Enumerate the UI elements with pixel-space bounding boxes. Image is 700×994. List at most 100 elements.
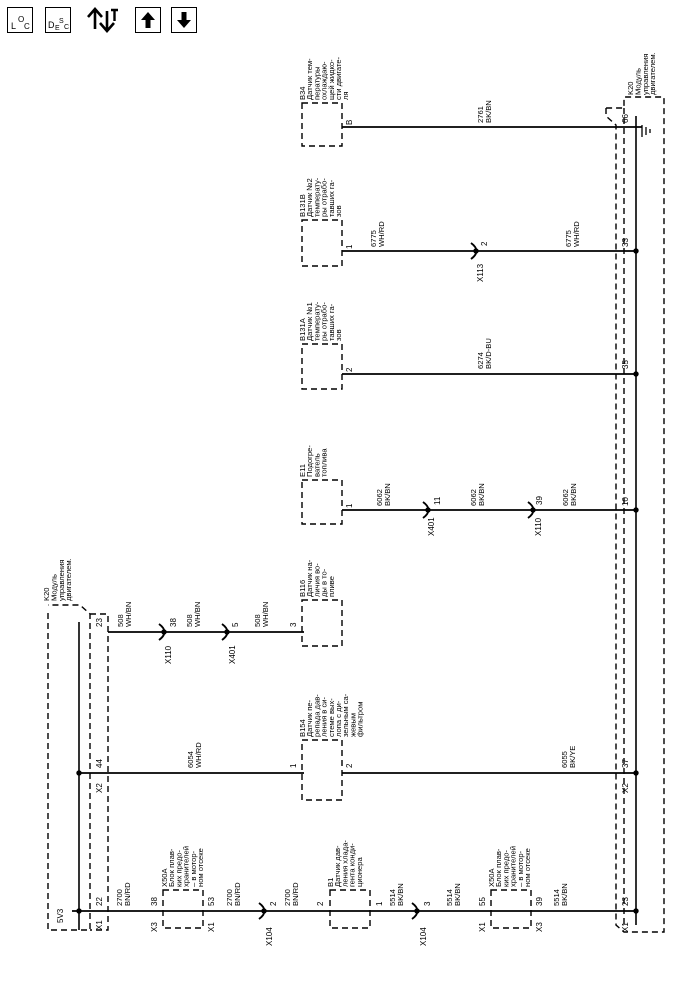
b131b-label: Датчик №2: [305, 178, 314, 217]
k20-right-x2: X2: [621, 783, 630, 793]
b116-label: ды в то-: [320, 568, 329, 597]
k20-left-pin-44: 44: [95, 759, 104, 768]
x50a-1-pin-53: 53: [207, 897, 216, 906]
x50a-2-label: ких предо-: [501, 849, 510, 887]
wire-6775a-label: WH/RD: [377, 221, 386, 247]
b131b-label: температу-: [312, 177, 321, 217]
b131b-label: тавших га-: [327, 179, 336, 217]
wire-2700b-label: BN/RD: [233, 882, 242, 906]
wire-6775a-label: 6775: [369, 230, 378, 247]
wire-6274-label: BK/D-BU: [484, 338, 493, 369]
x50a-2-x3: X3: [535, 922, 544, 932]
b34-label: B34: [298, 86, 307, 100]
wire-508a-label: 508: [116, 614, 125, 627]
b154-label: B154: [298, 719, 307, 737]
x104-label-b: X104: [419, 927, 428, 946]
b131b-label: B131B: [298, 194, 307, 217]
b34-label: охлаждаю-: [320, 61, 329, 100]
b131a-label: Датчик №1: [305, 302, 314, 341]
k20-left-label: Модуль: [49, 574, 58, 601]
wire-6055-label: BK/YE: [568, 746, 577, 768]
b154-label: стеме вых-: [327, 698, 336, 737]
connector-tool-icon: [87, 7, 118, 33]
wire-2700c-label: 2700: [283, 889, 292, 906]
component-outline: [162, 889, 204, 929]
b34-label: сти двигате-: [334, 56, 343, 100]
x50a-2-label: – в мотор-: [516, 850, 525, 887]
b116-label: личия во-: [312, 563, 321, 597]
b34-label: пературы: [312, 66, 321, 100]
x113-pin: 2: [480, 241, 489, 246]
e11-pin: 1: [345, 503, 354, 508]
splice-dot: [473, 248, 479, 254]
previous-page-button[interactable]: [135, 7, 161, 33]
supply-5v3-label: 5V3: [56, 908, 65, 923]
wire-6062b-label: 6062: [469, 489, 478, 506]
k20-left-x2: X2: [95, 783, 104, 793]
k20-left-pin-23: 23: [95, 618, 104, 627]
b131b-label: зов: [334, 205, 343, 217]
b154-pin-2: 2: [345, 763, 354, 768]
e11-label: ватель: [312, 453, 321, 477]
b1-label: ления хлада-: [340, 840, 349, 887]
description-button[interactable]: D E S C: [45, 7, 71, 33]
b34-label: ля: [341, 91, 350, 100]
b131b-label: ры отрабо-: [320, 178, 329, 217]
b1-label: гента конди-: [348, 843, 357, 887]
b154-label: Датчик пе-: [305, 699, 314, 737]
b116-pin: 3: [289, 622, 298, 627]
b116-label: пливе: [327, 576, 336, 597]
b154-pin-1: 1: [289, 763, 298, 768]
component-outline: [301, 599, 343, 647]
x50a-2-label: хранителей: [509, 846, 518, 887]
wire-5514a-label: 5514: [388, 889, 397, 906]
b34-pin: B: [345, 120, 354, 125]
k20-pin-35: 35: [621, 360, 630, 369]
splice-dot: [633, 248, 639, 254]
wire-6775b-label: WH/RD: [572, 221, 581, 247]
k20-right-label: управления: [641, 54, 650, 95]
x104-pin-3: 3: [423, 901, 432, 906]
wire-508b-label: WH/BN: [193, 602, 202, 627]
b1-label: Датчик дав-: [333, 845, 342, 887]
e11-label: E11: [298, 464, 307, 477]
wire-6062c-label: BK/BN: [569, 483, 578, 506]
wire-5514b-label: 5514: [445, 889, 454, 906]
splice-dot: [633, 908, 639, 914]
x50a-1-x3: X3: [150, 922, 159, 932]
x50a-1-label: ном отсеке: [196, 848, 205, 887]
k20-right-label: K20: [626, 81, 635, 95]
component-outline: [301, 219, 343, 267]
ground-icon: [641, 125, 651, 137]
b1-pin-2: 2: [316, 901, 325, 906]
x50a-2-x1: X1: [478, 922, 487, 932]
e11-label: Подогре-: [305, 445, 314, 477]
b154-label: фильтром: [356, 702, 365, 737]
wire-6274-label: 6274: [476, 352, 485, 369]
wire-2700b-label: 2700: [225, 889, 234, 906]
arrow-up-icon: [141, 12, 155, 28]
x50a-1-label: – в мотор-: [189, 850, 198, 887]
wire-6062a-label: 6062: [375, 489, 384, 506]
wire-6054-label: WH/RD: [194, 742, 203, 768]
b1-pin-1: 1: [375, 901, 384, 906]
location-button[interactable]: L O C: [7, 7, 33, 33]
splice-dot: [633, 371, 639, 377]
k20-right-outline: [605, 96, 665, 933]
k20-pin-10: 10: [621, 497, 630, 506]
k20-left-label: двигателем.: [64, 558, 73, 601]
b116-label: B116: [298, 580, 307, 597]
x50a-1-label: Блок плав-: [167, 848, 176, 887]
arrow-down-icon: [177, 12, 191, 28]
x113-label: X113: [476, 263, 485, 282]
splice-dot: [224, 629, 230, 635]
x110-label-508: X110: [164, 645, 173, 664]
wire-2761-label: BK/BN: [484, 100, 493, 123]
connector-tool-button[interactable]: [86, 5, 120, 35]
x110-pin-38: 38: [169, 618, 178, 627]
next-page-button[interactable]: [171, 7, 197, 33]
b1-label: B1: [326, 878, 335, 887]
x110-label: X110: [534, 517, 543, 536]
splice-dot: [76, 908, 82, 914]
b131a-pin: 2: [345, 367, 354, 372]
